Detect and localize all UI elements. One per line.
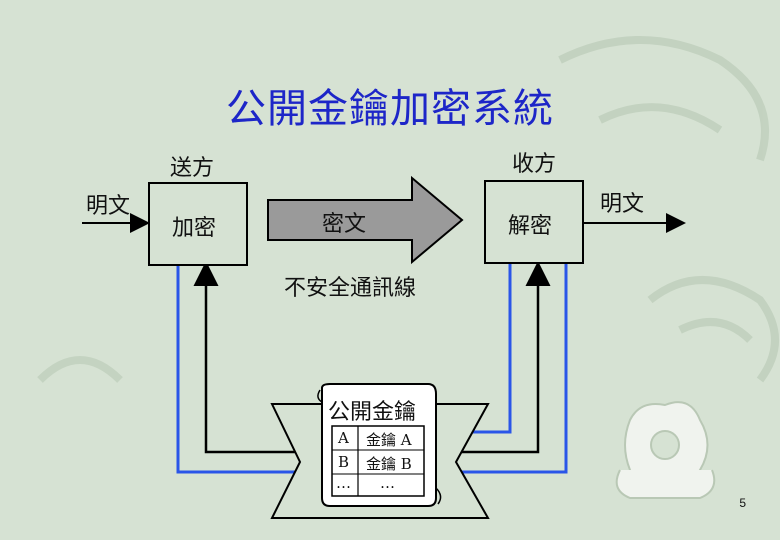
sender-label: 送方 [170, 156, 215, 181]
receiver-label: 收方 [512, 152, 557, 177]
blue-line-left [176, 264, 300, 474]
encrypt-label: 加密 [172, 216, 217, 241]
plaintext-out-label: 明文 [600, 192, 645, 217]
key-row-value: 金鑰 B [366, 455, 412, 473]
key-line-left [193, 261, 300, 454]
key-row-name: B [338, 453, 350, 471]
page-number: 5 [739, 496, 746, 510]
dragon-emblem-icon [615, 401, 716, 499]
key-row-value: 金鑰 A [366, 431, 412, 449]
key-row-value: … [380, 474, 395, 492]
decrypt-box: 解密 [484, 180, 584, 264]
key-row-name: A [338, 429, 349, 447]
page-title: 公開金鑰加密系統 [226, 86, 554, 132]
encrypt-box: 加密 [148, 182, 248, 266]
decrypt-label: 解密 [508, 214, 553, 239]
ciphertext-label: 密文 [322, 212, 367, 237]
blue-line-right-a [456, 264, 512, 434]
keyring-title: 公開金鑰 [328, 400, 417, 425]
keyring-scroll [321, 383, 437, 507]
ciphertext-arrow [267, 175, 464, 265]
key-row-name: … [336, 474, 351, 492]
key-line-right [456, 261, 551, 454]
blue-line-right-b [456, 264, 568, 474]
plaintext-in-label: 明文 [86, 194, 131, 219]
channel-label: 不安全通訊線 [284, 276, 417, 301]
key-table [331, 425, 425, 497]
